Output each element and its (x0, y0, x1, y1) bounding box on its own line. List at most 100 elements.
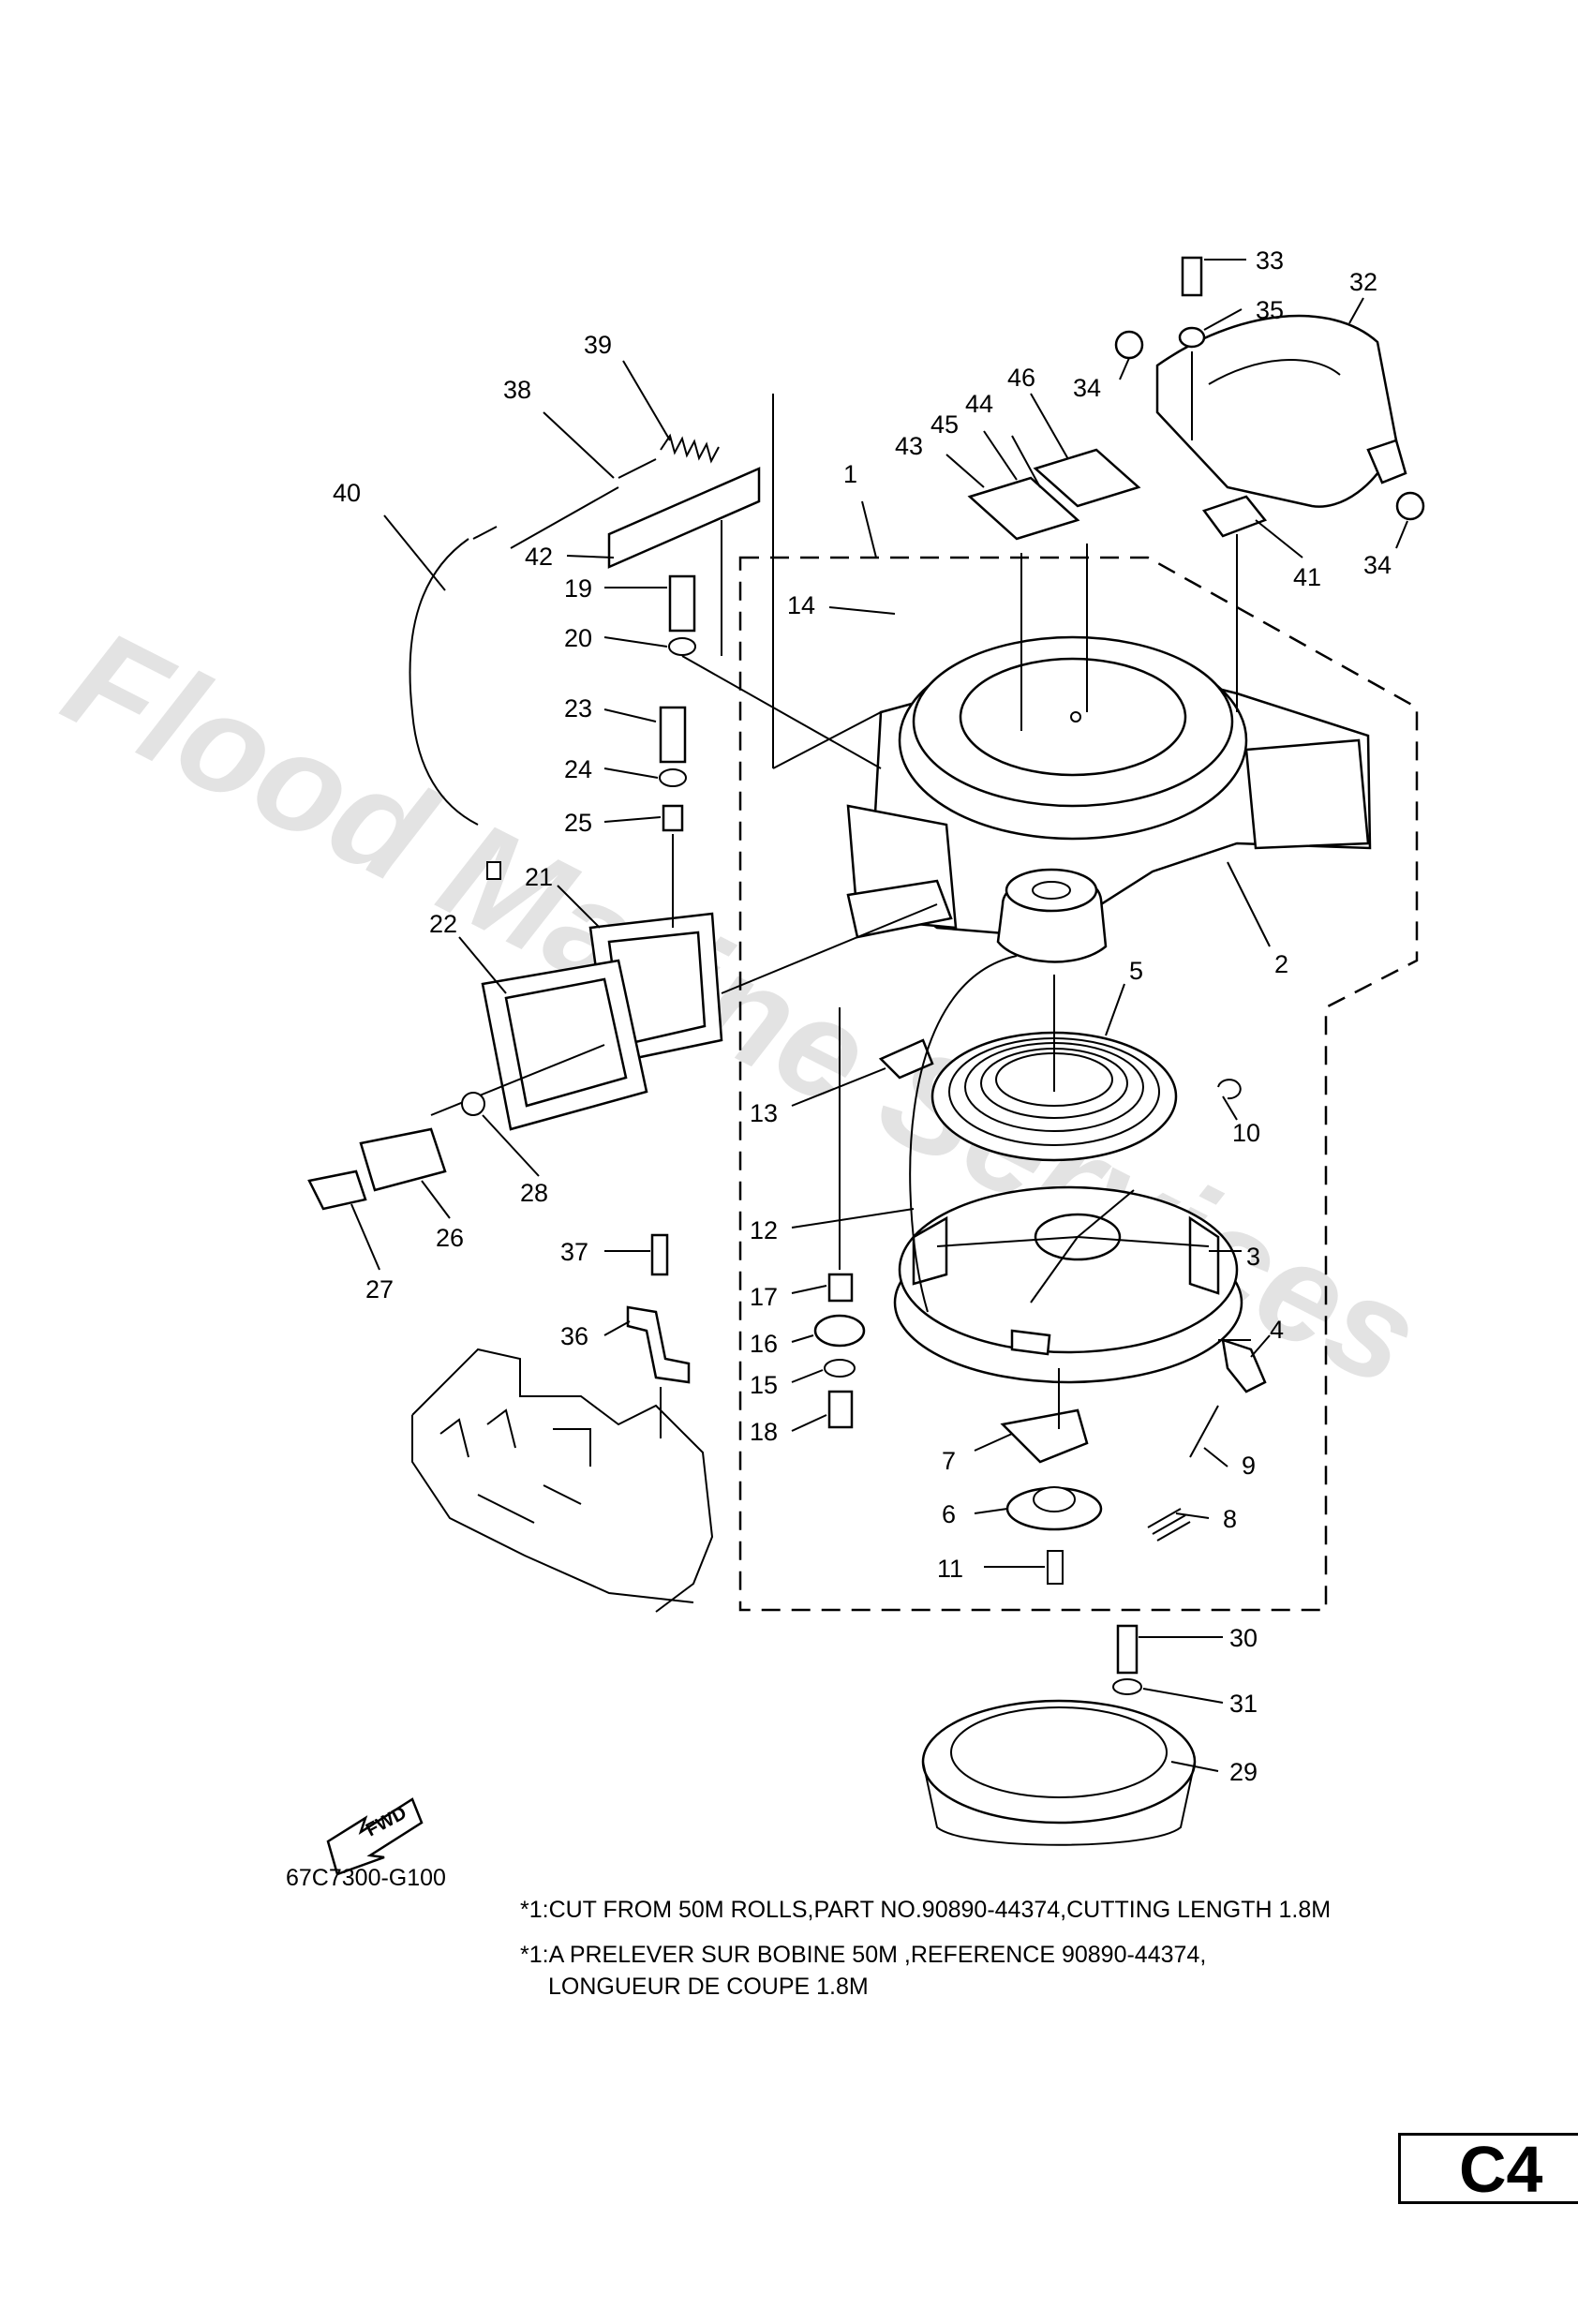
friction-plate (1000, 1408, 1089, 1464)
callout-42: 42 (525, 543, 553, 571)
callout-31: 31 (1229, 1690, 1258, 1718)
rope-joint (461, 1092, 485, 1116)
callout-29: 29 (1229, 1758, 1258, 1786)
spring-39 (660, 433, 720, 464)
callout-34-right: 34 (1363, 551, 1392, 579)
collar-17 (827, 1273, 854, 1303)
callout-38: 38 (503, 376, 531, 404)
callout-14: 14 (787, 591, 815, 619)
washer-15 (824, 1359, 856, 1378)
collar-35 (1178, 326, 1206, 349)
washer-20 (668, 637, 696, 656)
engine-block-detail (439, 1408, 591, 1524)
callout-8: 8 (1223, 1505, 1237, 1533)
bracket-36 (626, 1305, 691, 1384)
note-line-1: *1:CUT FROM 50M ROLLS,PART NO.90890-4437… (520, 1897, 1332, 1923)
bolt-33 (1181, 256, 1203, 297)
pawl-4 (1221, 1338, 1267, 1393)
callout-23: 23 (564, 694, 592, 723)
callout-27: 27 (365, 1275, 394, 1304)
callout-11: 11 (937, 1555, 963, 1583)
bolt-18 (827, 1390, 854, 1429)
clip-10 (1217, 1079, 1242, 1100)
bolt-30 (1116, 1624, 1139, 1675)
callout-41: 41 (1293, 563, 1321, 591)
note-line-3: LONGUEUR DE COUPE 1.8M (548, 1974, 869, 2000)
clip-41 (1201, 495, 1268, 538)
callout-22: 22 (429, 910, 457, 938)
spring-8 (1147, 1508, 1191, 1542)
callout-3: 3 (1246, 1243, 1260, 1271)
cable-end-38 (618, 458, 657, 479)
grommet-34-right (1395, 491, 1425, 521)
callout-9: 9 (1242, 1452, 1256, 1480)
ring-29 (921, 1699, 1197, 1846)
pin-9 (1189, 1405, 1219, 1458)
callout-25: 25 (564, 809, 592, 837)
callout-32: 32 (1349, 268, 1377, 296)
assembly-boundary (738, 556, 1419, 1612)
bolt-19 (668, 574, 696, 633)
callout-1: 1 (843, 460, 857, 488)
sheave-drum (893, 1185, 1243, 1384)
drawing-code: 67C7300-G100 (286, 1865, 446, 1891)
callout-17: 17 (750, 1283, 778, 1311)
handle-grommets (481, 912, 723, 1131)
callout-4: 4 (1270, 1316, 1284, 1344)
callout-21: 21 (525, 863, 553, 891)
callout-13: 13 (750, 1099, 778, 1127)
callout-30: 30 (1229, 1624, 1258, 1652)
callout-40: 40 (333, 479, 361, 507)
callout-37: 37 (560, 1238, 588, 1266)
callout-26: 26 (436, 1224, 464, 1252)
note-line-2: *1:A PRELEVER SUR BOBINE 50M ,REFERENCE … (520, 1942, 1207, 1968)
callout-35: 35 (1256, 296, 1284, 324)
grommet-16 (813, 1314, 866, 1348)
handle-cap (307, 1169, 367, 1211)
grommet-34-left (1114, 330, 1144, 360)
callout-16: 16 (750, 1330, 778, 1358)
washer-24 (659, 768, 687, 787)
label-42 (607, 467, 761, 569)
drive-plate (1005, 1486, 1103, 1531)
callout-28: 28 (520, 1179, 548, 1207)
callout-18: 18 (750, 1418, 778, 1446)
bolt-23 (659, 706, 687, 764)
callout-44: 44 (965, 390, 993, 418)
cable-nut (486, 861, 501, 880)
callout-19: 19 (564, 574, 592, 603)
starter-case (846, 635, 1372, 963)
callout-7: 7 (942, 1447, 956, 1475)
stopper-13 (878, 1038, 934, 1080)
bolt-37 (650, 1233, 669, 1276)
collar-25 (662, 804, 684, 832)
cable-40 (409, 538, 479, 826)
callout-numbers: 1 2 3 4 5 6 7 8 9 10 11 12 13 14 15 16 1… (333, 246, 1392, 1786)
engine-block-fragment (411, 1348, 714, 1613)
cable-40-wire (472, 486, 619, 549)
callout-46: 46 (1007, 364, 1035, 392)
page-tag: C4 (1398, 2133, 1578, 2204)
callout-45: 45 (930, 410, 959, 439)
callout-33: 33 (1256, 246, 1284, 275)
callout-12: 12 (750, 1216, 778, 1244)
starter-rope (430, 903, 1018, 1313)
callout-34-left: 34 (1073, 374, 1101, 402)
leader-lines (350, 259, 1408, 1772)
callout-43: 43 (895, 432, 923, 460)
label-43-45 (967, 476, 1080, 541)
callout-36: 36 (560, 1322, 588, 1350)
label-44-46 (1033, 448, 1141, 508)
washer-31 (1112, 1678, 1142, 1695)
callout-2: 2 (1274, 950, 1288, 978)
starter-handle (359, 1127, 447, 1192)
top-cover (1155, 314, 1407, 508)
callout-5: 5 (1129, 957, 1143, 985)
callout-24: 24 (564, 755, 592, 783)
callout-39: 39 (584, 331, 612, 359)
callout-20: 20 (564, 624, 592, 652)
bolt-11 (1047, 1550, 1064, 1585)
callout-6: 6 (942, 1500, 956, 1528)
callout-15: 15 (750, 1371, 778, 1399)
